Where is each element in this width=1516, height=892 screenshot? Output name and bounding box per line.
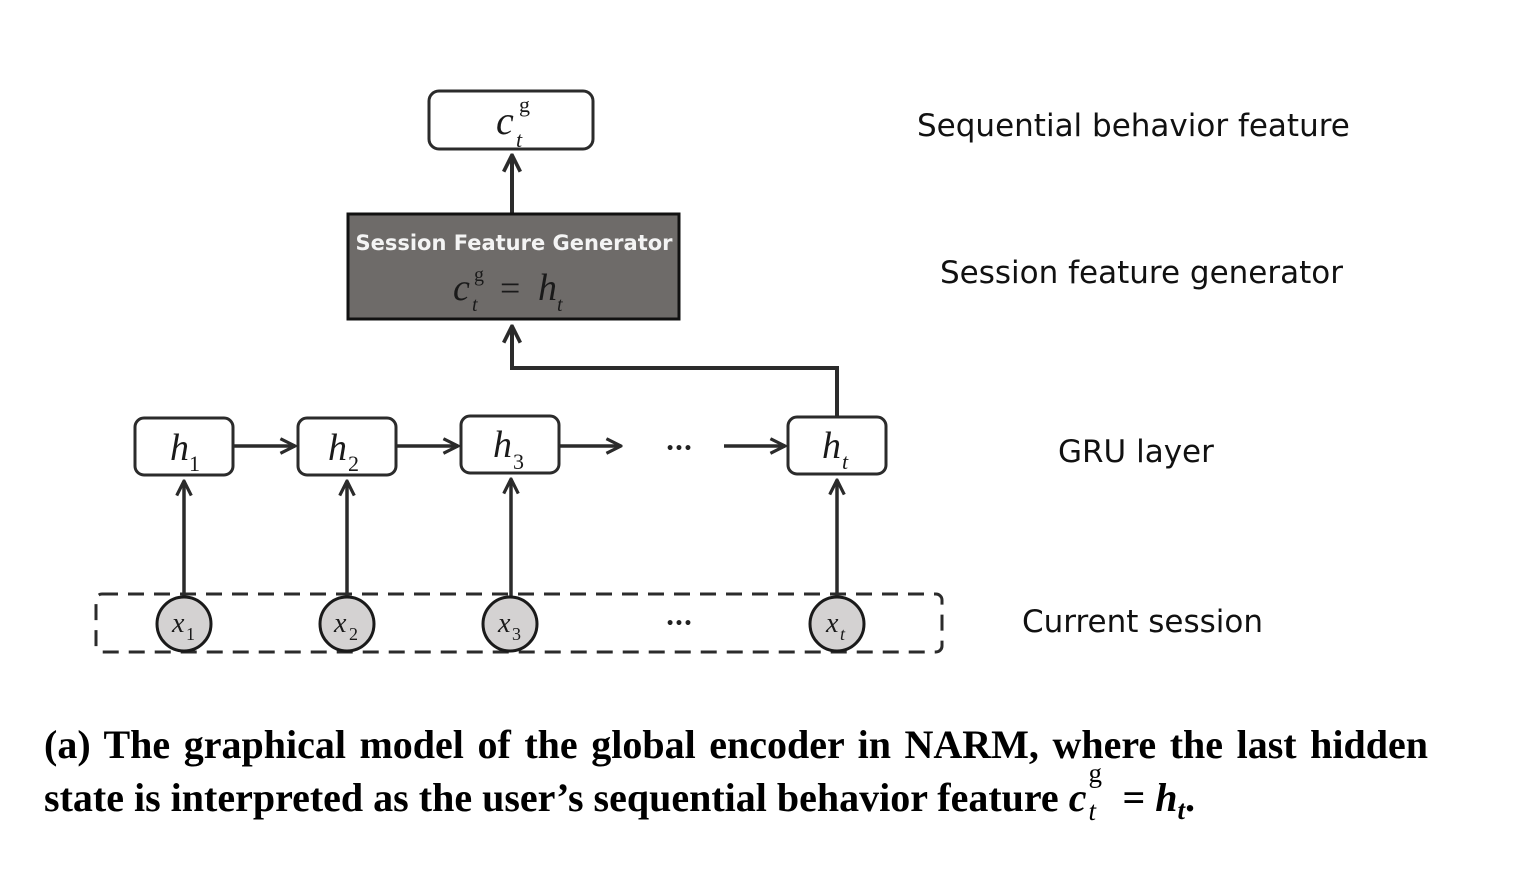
- h1-sub: 1: [189, 451, 200, 476]
- hidden-node-h3: h 3: [459, 414, 561, 475]
- eq-lhs-sub: t: [472, 294, 478, 316]
- input-node-xt: x t: [808, 595, 866, 653]
- caption-period: .: [1185, 775, 1196, 820]
- input-node-x3: x 3: [481, 595, 539, 653]
- caption-text: (a) The graphical model of the global en…: [44, 722, 1428, 820]
- x2-symbol: x: [333, 608, 347, 639]
- session-ellipsis: •••: [666, 616, 693, 632]
- caption-c-sup: g: [1088, 758, 1102, 788]
- eq-rhs-sub: t: [557, 294, 563, 316]
- h3-symbol: h: [493, 424, 512, 466]
- h1-symbol: h: [170, 427, 189, 469]
- xt-sub: t: [840, 624, 846, 644]
- figure-caption: (a) The graphical model of the global en…: [44, 718, 1428, 829]
- eq-lhs-sup: g: [474, 264, 484, 286]
- output-symbol: c: [496, 98, 514, 143]
- hidden-node-ht: h t: [786, 415, 888, 476]
- arrow-ht-to-generator: [512, 326, 839, 417]
- caption-c-sub: t: [1088, 796, 1096, 826]
- x3-symbol: x: [497, 608, 511, 639]
- input-node-x1: x 1: [155, 595, 213, 653]
- label-sequential-behavior-feature: Sequential behavior feature: [917, 108, 1350, 144]
- ht-sub: t: [842, 449, 849, 474]
- x3-sub: 3: [512, 624, 521, 644]
- ht-symbol: h: [822, 425, 841, 467]
- hidden-node-h1: h 1: [133, 416, 235, 477]
- session-feature-generator-box: Session Feature Generator c g t = h t: [346, 212, 681, 321]
- caption-h-symbol: h: [1155, 775, 1178, 820]
- x1-symbol: x: [171, 608, 185, 639]
- hidden-node-h2: h 2: [296, 416, 398, 477]
- input-node-x2: x 2: [318, 595, 376, 653]
- caption-h-sub: t: [1177, 795, 1186, 825]
- label-gru-layer: GRU layer: [1058, 434, 1214, 470]
- xt-symbol: x: [825, 608, 839, 639]
- x2-sub: 2: [349, 624, 358, 644]
- eq-rhs: h: [538, 267, 557, 309]
- generator-title: Session Feature Generator: [355, 231, 673, 255]
- generator-background: [346, 212, 681, 321]
- x1-sub: 1: [186, 624, 195, 644]
- label-session-feature-generator: Session feature generator: [940, 255, 1343, 291]
- generator-equation: c g t = h t: [453, 264, 563, 316]
- caption-equals: =: [1112, 775, 1156, 820]
- eq-op: =: [500, 268, 520, 308]
- h2-sub: 2: [348, 451, 359, 476]
- h3-sub: 3: [513, 449, 524, 474]
- current-session-container: [94, 592, 944, 654]
- caption-c-symbol: c: [1068, 775, 1087, 820]
- output-sub: t: [516, 127, 523, 152]
- eq-lhs: c: [453, 267, 470, 309]
- label-current-session: Current session: [1022, 604, 1263, 640]
- output-sup: g: [519, 92, 530, 117]
- output-node-ctg: c g t: [427, 89, 595, 152]
- h2-symbol: h: [328, 427, 347, 469]
- narm-global-encoder-diagram: c g t Session Feature Generator c g t = …: [94, 89, 1350, 654]
- gru-ellipsis: •••: [666, 441, 693, 457]
